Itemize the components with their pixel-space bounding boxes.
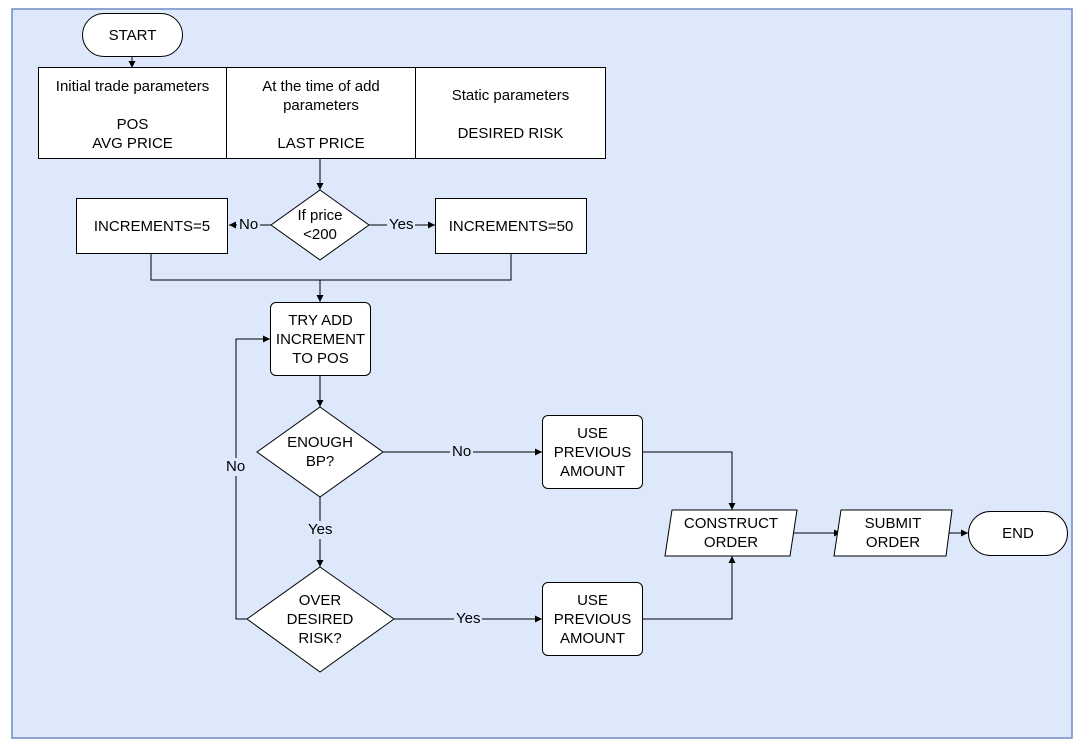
construct-order-shape bbox=[664, 509, 798, 557]
decision-price-line-2: <200 bbox=[303, 226, 337, 243]
use-previous-2-line-2: PREVIOUS bbox=[553, 610, 632, 628]
edge-use2-construct bbox=[643, 556, 736, 620]
increments-large-node: INCREMENTS=50 bbox=[435, 198, 587, 254]
increments-small-label: INCREMENTS=5 bbox=[93, 217, 211, 235]
edge-use1-construct bbox=[643, 451, 736, 510]
decision-risk: OVER DESIRED RISK? bbox=[275, 590, 365, 648]
increments-large-label: INCREMENTS=50 bbox=[448, 217, 574, 235]
construct-order-line-1: CONSTRUCT bbox=[683, 515, 779, 532]
try-add-node: TRY ADD INCREMENT TO POS bbox=[270, 302, 371, 376]
decision-risk-line-3: RISK? bbox=[298, 629, 342, 647]
decision-price: If price <200 bbox=[279, 206, 361, 244]
decision-risk-shape bbox=[246, 566, 395, 673]
decision-risk-line-1: OVER bbox=[298, 591, 342, 609]
params-initial-pos: POS bbox=[116, 116, 149, 133]
use-previous-2-line-1: USE bbox=[577, 591, 608, 609]
try-add-line-2: INCREMENT bbox=[275, 330, 366, 348]
end-label: END bbox=[1002, 525, 1034, 542]
decision-bp-shape bbox=[256, 406, 384, 498]
construct-order-line-2: ORDER bbox=[703, 534, 759, 551]
decision-risk-line-2: DESIRED bbox=[286, 610, 354, 628]
submit-order: SUBMIT ORDER bbox=[842, 514, 944, 552]
params-initial-title: Initial trade parameters bbox=[55, 78, 210, 95]
use-previous-amount-1: USE PREVIOUS AMOUNT bbox=[542, 415, 643, 489]
edge-label-bp-no: No bbox=[450, 443, 474, 461]
decision-bp: ENOUGH BP? bbox=[275, 432, 365, 472]
use-previous-amount-2: USE PREVIOUS AMOUNT bbox=[542, 582, 643, 656]
params-add-cell: At the time of add parameters LAST PRICE bbox=[226, 67, 416, 159]
end-node: END bbox=[968, 511, 1068, 556]
params-initial-cell: Initial trade parameters POS AVG PRICE bbox=[38, 67, 227, 159]
params-add-title-1: At the time of add bbox=[262, 78, 380, 95]
params-initial-avg-price: AVG PRICE bbox=[92, 135, 173, 152]
use-previous-1-line-1: USE bbox=[577, 424, 608, 442]
use-previous-1-line-3: AMOUNT bbox=[560, 462, 625, 480]
edge-inc50-merge bbox=[320, 253, 512, 281]
decision-price-line-1: If price bbox=[297, 207, 343, 224]
edge-label-risk-yes: Yes bbox=[454, 610, 483, 628]
decision-price-shape bbox=[270, 189, 370, 261]
submit-order-line-1: SUBMIT bbox=[864, 515, 922, 532]
submit-order-shape bbox=[833, 509, 953, 557]
params-static-desired-risk: DESIRED RISK bbox=[457, 125, 564, 142]
use-previous-1-line-2: PREVIOUS bbox=[553, 443, 632, 461]
decision-bp-line-1: ENOUGH bbox=[287, 434, 353, 451]
submit-order-line-2: ORDER bbox=[865, 534, 921, 551]
increments-small-node: INCREMENTS=5 bbox=[76, 198, 228, 254]
start-node: START bbox=[82, 13, 183, 57]
decision-bp-line-2: BP? bbox=[305, 453, 335, 470]
edge-label-risk-no: No bbox=[224, 458, 248, 476]
edge-risk-no-loop bbox=[235, 335, 270, 620]
params-static-cell: Static parameters DESIRED RISK bbox=[415, 67, 606, 159]
try-add-line-1: TRY ADD bbox=[288, 311, 353, 329]
edge-label-price-no: No bbox=[237, 216, 261, 234]
start-label: START bbox=[108, 26, 157, 44]
use-previous-2-line-3: AMOUNT bbox=[560, 629, 625, 647]
params-add-last-price: LAST PRICE bbox=[277, 135, 365, 152]
edge-label-price-yes: Yes bbox=[387, 216, 416, 234]
params-add-title-2: parameters bbox=[283, 97, 359, 114]
try-add-line-3: TO POS bbox=[292, 349, 349, 367]
edge-label-bp-yes: Yes bbox=[306, 521, 335, 539]
construct-order: CONSTRUCT ORDER bbox=[672, 514, 790, 552]
edge-inc5-merge bbox=[150, 253, 320, 281]
params-static-title: Static parameters bbox=[451, 87, 570, 104]
